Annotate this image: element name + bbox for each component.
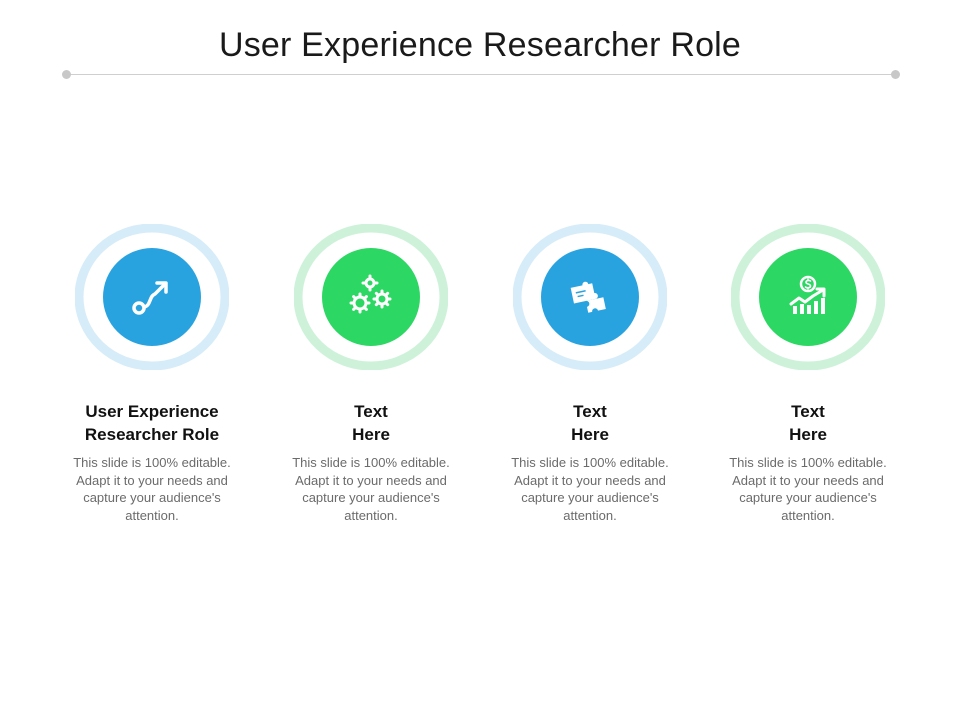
card-heading: Text Here	[490, 400, 690, 446]
icon-circle	[541, 248, 639, 346]
icon-circle	[322, 248, 420, 346]
divider-dot-right	[891, 70, 900, 79]
heading-line-2: Here	[789, 425, 827, 444]
card-body: This slide is 100% editable. Adapt it to…	[73, 455, 231, 523]
icon-ring	[513, 224, 667, 370]
icon-ring	[294, 224, 448, 370]
icon-circle	[759, 248, 857, 346]
icon-circle	[103, 248, 201, 346]
icon-ring	[75, 224, 229, 370]
card-2: Text Here This slide is 100% editable. A…	[271, 224, 471, 524]
heading-line-1: Text	[354, 402, 388, 421]
heading-line-1: User Experience	[85, 402, 219, 421]
dollar-growth-icon	[789, 275, 826, 314]
card-heading: Text Here	[271, 400, 471, 446]
gears-icon	[349, 274, 392, 314]
heading-line-1: Text	[791, 402, 825, 421]
slide-title: User Experience Researcher Role	[218, 26, 742, 64]
card-body: This slide is 100% editable. Adapt it to…	[729, 455, 887, 523]
card-heading: User Experience Researcher Role	[52, 400, 252, 446]
puzzle-icon	[570, 281, 606, 313]
card-body: This slide is 100% editable. Adapt it to…	[511, 455, 669, 523]
heading-line-2: Here	[352, 425, 390, 444]
heading-line-1: Text	[573, 402, 607, 421]
icon-ring	[731, 224, 885, 370]
card-1: User Experience Researcher Role This sli…	[52, 224, 252, 524]
path-arrow-icon	[132, 281, 168, 315]
card-4: Text Here This slide is 100% editable. A…	[708, 224, 908, 524]
card-body: This slide is 100% editable. Adapt it to…	[292, 455, 450, 523]
heading-line-2: Here	[571, 425, 609, 444]
heading-line-2: Researcher Role	[84, 425, 220, 444]
card-heading: Text Here	[708, 400, 908, 446]
divider-dot-left	[62, 70, 71, 79]
card-3: Text Here This slide is 100% editable. A…	[490, 224, 690, 524]
title-divider	[66, 74, 896, 75]
